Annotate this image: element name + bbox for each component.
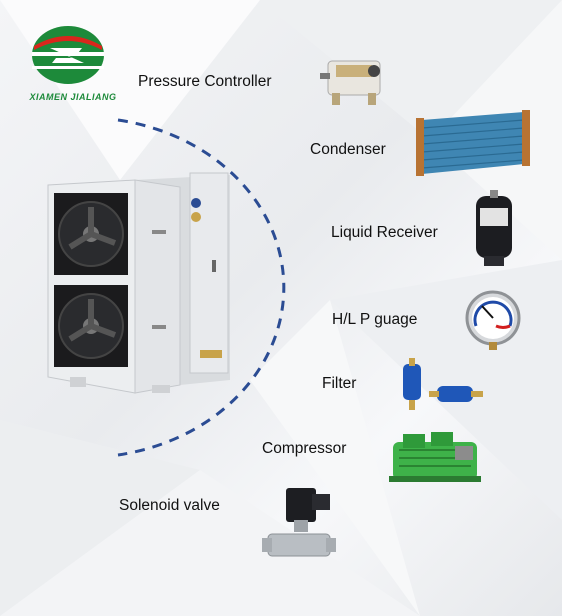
label-filter: Filter: [322, 375, 357, 392]
label-solenoid-valve: Solenoid valve: [119, 497, 220, 514]
label-pressure-controller: Pressure Controller: [138, 73, 272, 90]
liquid-receiver-icon: [476, 190, 512, 266]
label-compressor: Compressor: [262, 440, 347, 457]
compressor-icon: [389, 432, 481, 482]
brand-name: XIAMEN JIALIANG: [29, 92, 117, 102]
label-pressure-gauge: H/L P guage: [332, 311, 418, 328]
condenser-coil-icon: [416, 110, 530, 176]
condensing-unit-image: [47, 172, 230, 394]
pressure-gauge-icon: [465, 290, 521, 350]
solenoid-valve-icon: [262, 488, 336, 557]
filter-drier-icon: [403, 358, 483, 410]
jialiang-logo-icon: [32, 26, 104, 84]
label-liquid-receiver: Liquid Receiver: [331, 224, 438, 241]
pressure-controller-icon: [320, 60, 381, 105]
brand-logo: XIAMEN JIALIANG: [18, 22, 118, 102]
label-condenser: Condenser: [310, 141, 386, 158]
